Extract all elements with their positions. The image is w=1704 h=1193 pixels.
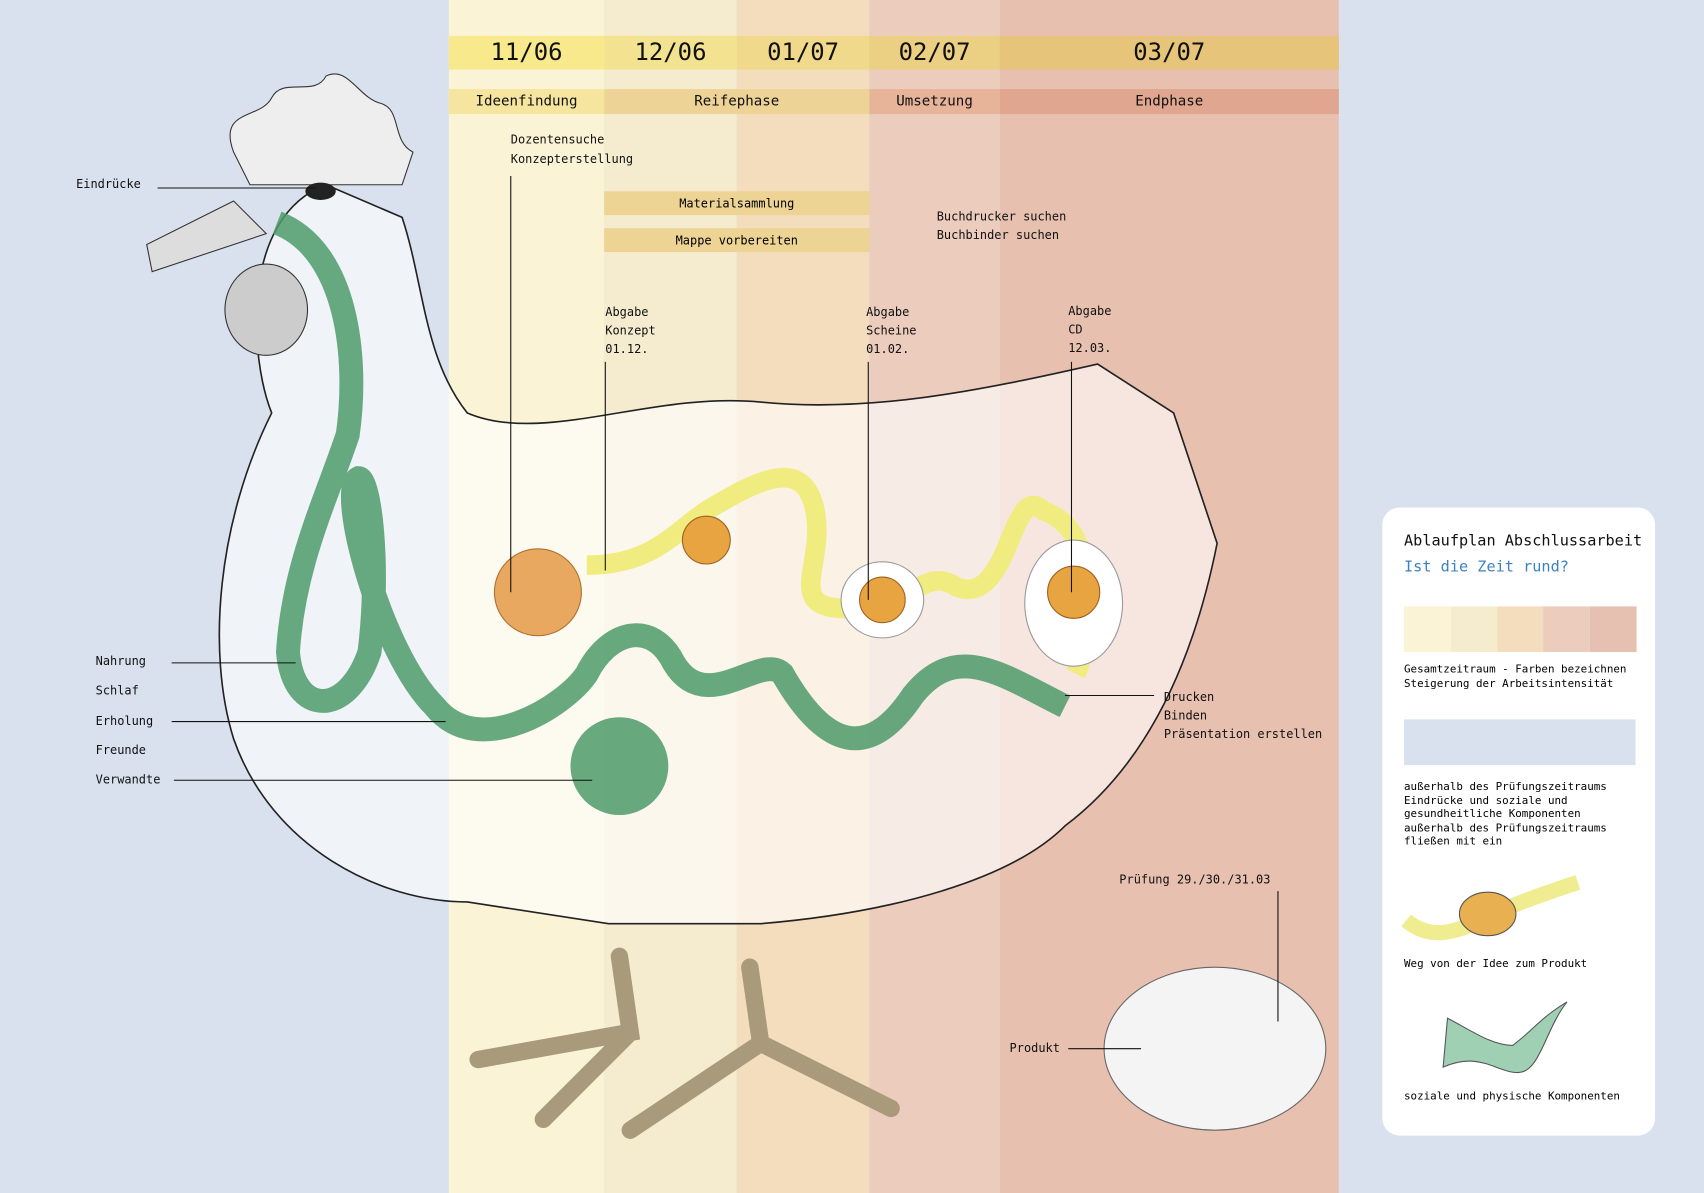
- month-label: 03/07: [999, 35, 1339, 70]
- task-label: Dozentensuche: [510, 132, 605, 147]
- milestone-label: CD: [1068, 322, 1083, 337]
- egg-yolk: [859, 576, 906, 624]
- chicken-wattle: [224, 263, 309, 356]
- impressions-label: Eindrücke: [76, 177, 141, 192]
- phase-label: Ideenfindung: [448, 89, 605, 115]
- final-task: Binden: [1163, 708, 1208, 723]
- social-blob: [570, 717, 669, 816]
- chicken-legs: [469, 947, 900, 1139]
- month-label: 01/07: [736, 35, 870, 70]
- outside-swatch: [1404, 719, 1636, 766]
- milestone-label: Abgabe: [605, 305, 649, 320]
- legend-icons: [1401, 875, 1581, 1074]
- milestone-label: Konzept: [605, 323, 656, 338]
- ovary-cluster: [493, 548, 582, 637]
- chicken-eye: [305, 182, 336, 200]
- product-label: Produkt: [1009, 1041, 1060, 1056]
- social-shape-icon: [1442, 1001, 1568, 1074]
- milestone-label: Abgabe: [866, 305, 910, 320]
- legend-subtitle: Ist die Zeit rund?: [1404, 558, 1569, 576]
- month-label: 02/07: [869, 35, 1000, 70]
- task-bar-materialsammlung: Materialsammlung: [604, 191, 870, 216]
- component-label: Freunde: [95, 743, 147, 758]
- milestone-label: Abgabe: [1068, 304, 1112, 319]
- phase-label: Reifephase: [604, 89, 870, 115]
- intensity-swatch: [1404, 606, 1637, 653]
- final-task: Präsentation erstellen: [1163, 727, 1323, 742]
- connector-lines: [157, 176, 1279, 1050]
- component-label: Schlaf: [95, 683, 139, 698]
- task-label: Konzepterstellung: [510, 152, 634, 167]
- legend-desc: Weg von der Idee zum Produkt: [1404, 958, 1588, 971]
- exam-label: Prüfung 29./30./31.03: [1119, 872, 1271, 887]
- milestone-date: 01.02.: [866, 342, 910, 357]
- component-label: Nahrung: [95, 654, 147, 669]
- month-label: 11/06: [448, 35, 605, 70]
- social-component-path: [272, 211, 1071, 751]
- egg-yolk: [681, 515, 731, 565]
- chicken-comb: [229, 73, 414, 186]
- legend-desc: Gesamtzeitraum - Farben bezeichnen Steig…: [1404, 663, 1627, 690]
- legend-desc: außerhalb des Prüfungszeitraums Eindrück…: [1404, 781, 1607, 848]
- egg-yolk: [1047, 565, 1101, 619]
- phase-label: Umsetzung: [869, 89, 1000, 115]
- component-label: Verwandte: [95, 772, 161, 787]
- milestone-date: 12.03.: [1068, 341, 1112, 356]
- task-label: Buchdrucker suchen: [936, 209, 1067, 224]
- phase-label: Endphase: [999, 89, 1339, 115]
- legend-title: Ablaufplan Abschlussarbeit: [1404, 532, 1643, 550]
- milestone-label: Scheine: [866, 323, 917, 338]
- legend-desc: soziale und physische Komponenten: [1404, 1091, 1620, 1104]
- milestone-date: 01.12.: [605, 342, 649, 357]
- month-label: 12/06: [604, 35, 737, 70]
- chicken-beak: [146, 200, 268, 273]
- legend-panel: Ablaufplan Abschlussarbeit Ist die Zeit …: [1382, 507, 1656, 1136]
- component-label: Erholung: [95, 713, 154, 729]
- final-task: Drucken: [1163, 690, 1215, 705]
- task-label: Buchbinder suchen: [936, 228, 1060, 243]
- yolk-icon: [1458, 891, 1517, 937]
- task-bar-mappe: Mappe vorbereiten: [604, 228, 870, 253]
